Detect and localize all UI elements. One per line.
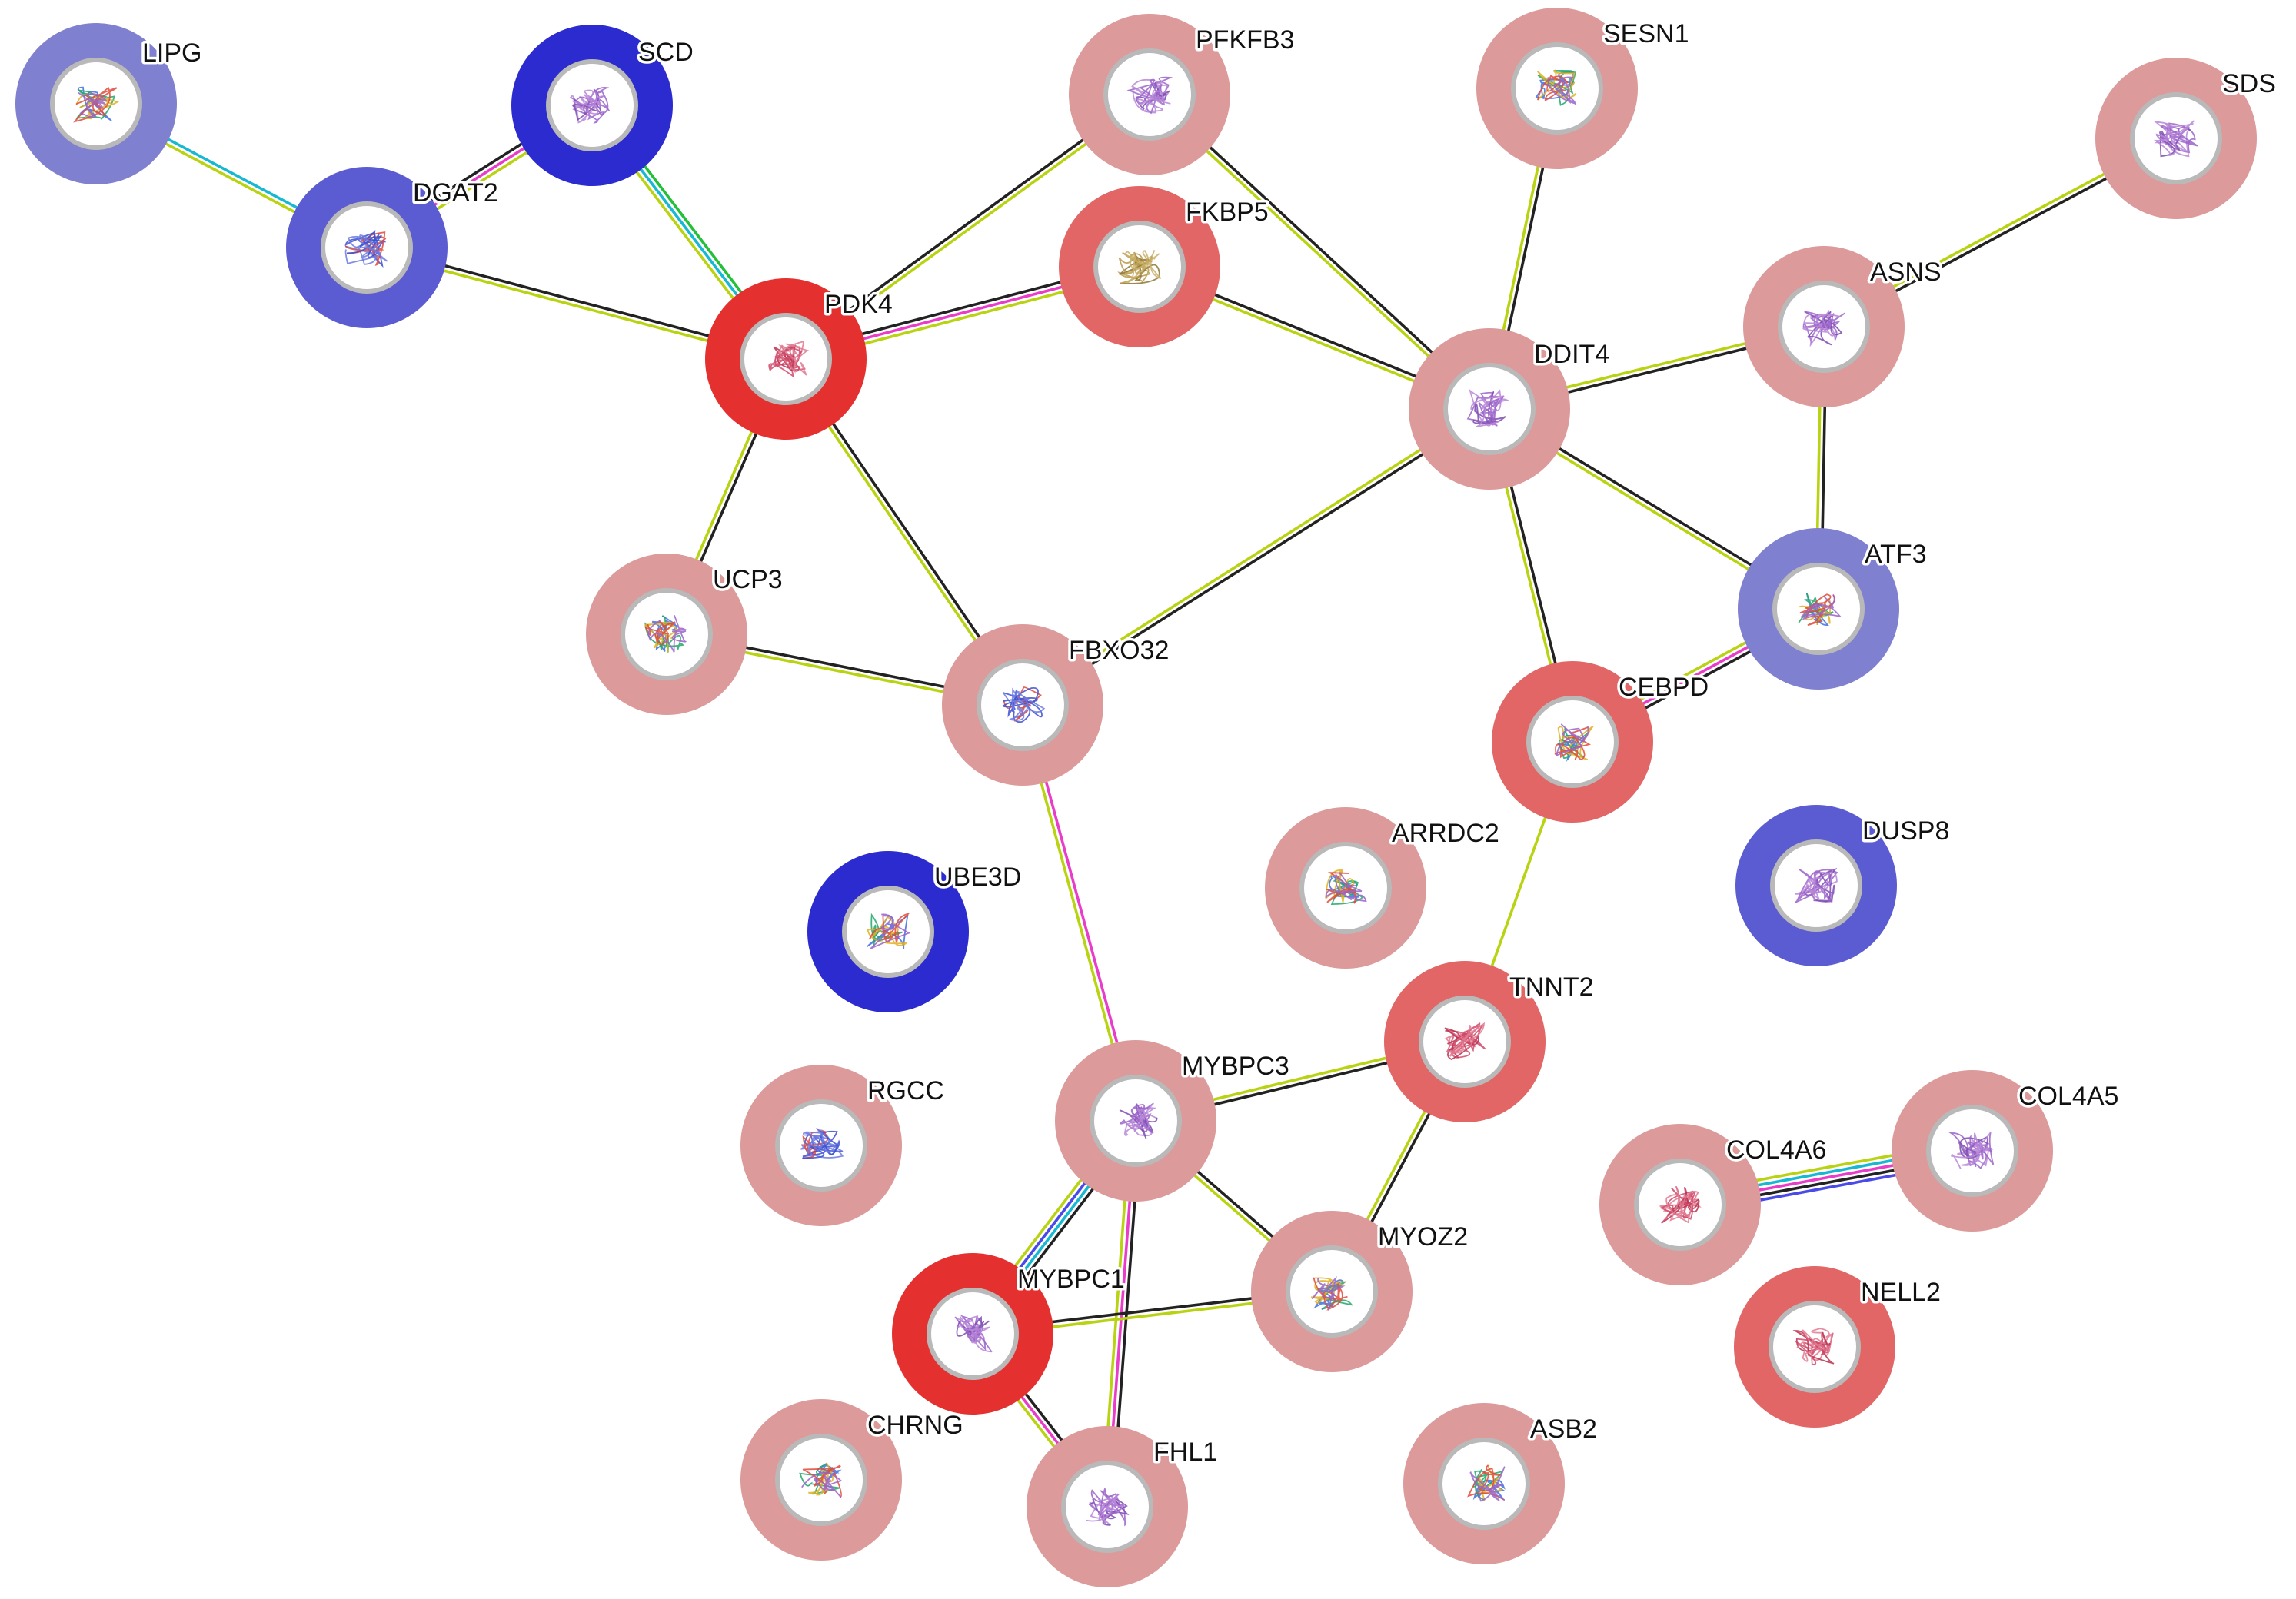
protein-structure-icon [1444,1022,1486,1061]
node-label: ASB2 [1530,1414,1597,1444]
node-sds[interactable]: SDS [2095,58,2278,219]
protein-structure-icon [1117,250,1162,284]
protein-structure-icon [867,912,911,950]
node-rgcc[interactable]: RGCC [740,1065,947,1226]
node-face [847,890,930,973]
protein-structure-icon [799,1462,843,1498]
node-myoz2[interactable]: MYOZ2 [1251,1211,1471,1372]
node-label: UCP3 [713,565,783,594]
node-label: FHL1 [1153,1438,1217,1467]
node-pdk4[interactable]: PDK4 [705,278,895,440]
node-label: PFKFB3 [1196,25,1294,55]
node-ddit4[interactable]: DDIT4 [1409,328,1612,490]
node-asns[interactable]: ASNS [1743,246,1944,407]
node-col4a6[interactable]: COL4A6 [1599,1124,1829,1285]
node-mybpc1[interactable]: MYBPC1 [892,1253,1127,1414]
node-label: PDK4 [824,290,893,319]
node-label: ASNS [1870,258,1942,287]
protein-structure-icon [954,1315,993,1353]
node-label: DUSP8 [1862,816,1949,846]
protein-structure-icon [1310,1275,1353,1311]
node-label: RGCC [867,1076,944,1105]
protein-structure-icon [768,341,810,378]
node-dusp8[interactable]: DUSP8 [1735,805,1952,966]
node-label: SCD [638,38,694,67]
node-label: DGAT2 [413,178,498,208]
node-label: NELL2 [1861,1278,1941,1307]
protein-structure-icon [1535,69,1577,106]
protein-structure-icon [570,87,611,124]
node-label: MYBPC1 [1017,1265,1125,1294]
node-ube3d[interactable]: UBE3D [807,851,1024,1012]
protein-structure-icon [1002,686,1046,723]
node-asb2[interactable]: ASB2 [1403,1403,1599,1564]
protein-structure-icon [1802,309,1846,347]
node-label: FKBP5 [1186,198,1269,227]
node-label: MYOZ2 [1378,1222,1468,1252]
node-label: TNNT2 [1509,972,1594,1002]
edge-ddit4-fbxo32[interactable] [1020,405,1492,709]
node-label: LIPG [142,38,201,68]
protein-structure-icon [1325,868,1367,906]
node-label: MYBPC3 [1182,1052,1289,1081]
node-label: UBE3D [934,863,1021,892]
protein-structure-icon [73,86,119,123]
node-face [981,663,1064,746]
protein-structure-icon [2153,120,2198,158]
node-label: CHRNG [867,1411,963,1440]
protein-structure-icon [1795,867,1838,903]
node-label: ATF3 [1865,540,1927,569]
edge-evidence-coexpression [1022,409,1492,709]
protein-structure-icon [1792,1328,1835,1365]
edge-evidence-textmining [1020,405,1490,705]
protein-structure-icon [1086,1488,1130,1527]
node-fkbp5[interactable]: FKBP5 [1059,186,1271,347]
node-ucp3[interactable]: UCP3 [586,554,785,715]
node-arrdc2[interactable]: ARRDC2 [1265,807,1502,969]
node-label: DDIT4 [1534,340,1609,369]
node-label: COL4A5 [2018,1082,2118,1111]
node-nell2[interactable]: NELL2 [1734,1266,1943,1428]
protein-structure-icon [1467,1464,1506,1502]
node-label: COL4A6 [1726,1135,1826,1165]
node-tnnt2[interactable]: TNNT2 [1384,961,1596,1122]
node-sesn1[interactable]: SESN1 [1476,8,1692,169]
node-label: ARRDC2 [1392,819,1499,848]
protein-structure-icon [1659,1186,1702,1224]
node-scd[interactable]: SCD [511,25,696,186]
node-fbxo32[interactable]: FBXO32 [942,624,1172,786]
node-cebpd[interactable]: CEBPD [1492,661,1712,823]
protein-structure-icon [800,1128,844,1159]
node-label: CEBPD [1619,673,1709,702]
node-label: SDS [2222,69,2276,98]
protein-structure-icon [1798,593,1842,627]
protein-structure-icon [1554,723,1594,762]
protein-structure-icon [1119,1102,1158,1139]
node-chrng[interactable]: CHRNG [740,1399,966,1561]
node-lipg[interactable]: LIPG [15,23,205,184]
node-atf3[interactable]: ATF3 [1738,528,1929,690]
protein-structure-icon [1126,76,1173,115]
node-fhl1[interactable]: FHL1 [1027,1426,1220,1587]
protein-structure-icon [1466,388,1509,427]
node-dgat2[interactable]: DGAT2 [286,167,501,328]
protein-structure-icon [1948,1132,1995,1169]
node-pfkfb3[interactable]: PFKFB3 [1069,14,1297,175]
protein-structure-icon [344,229,388,268]
node-label: SESN1 [1603,19,1689,48]
protein-structure-icon [644,615,687,653]
node-col4a5[interactable]: COL4A5 [1892,1070,2121,1232]
node-label: FBXO32 [1069,636,1169,665]
node-mybpc3[interactable]: MYBPC3 [1055,1040,1292,1202]
